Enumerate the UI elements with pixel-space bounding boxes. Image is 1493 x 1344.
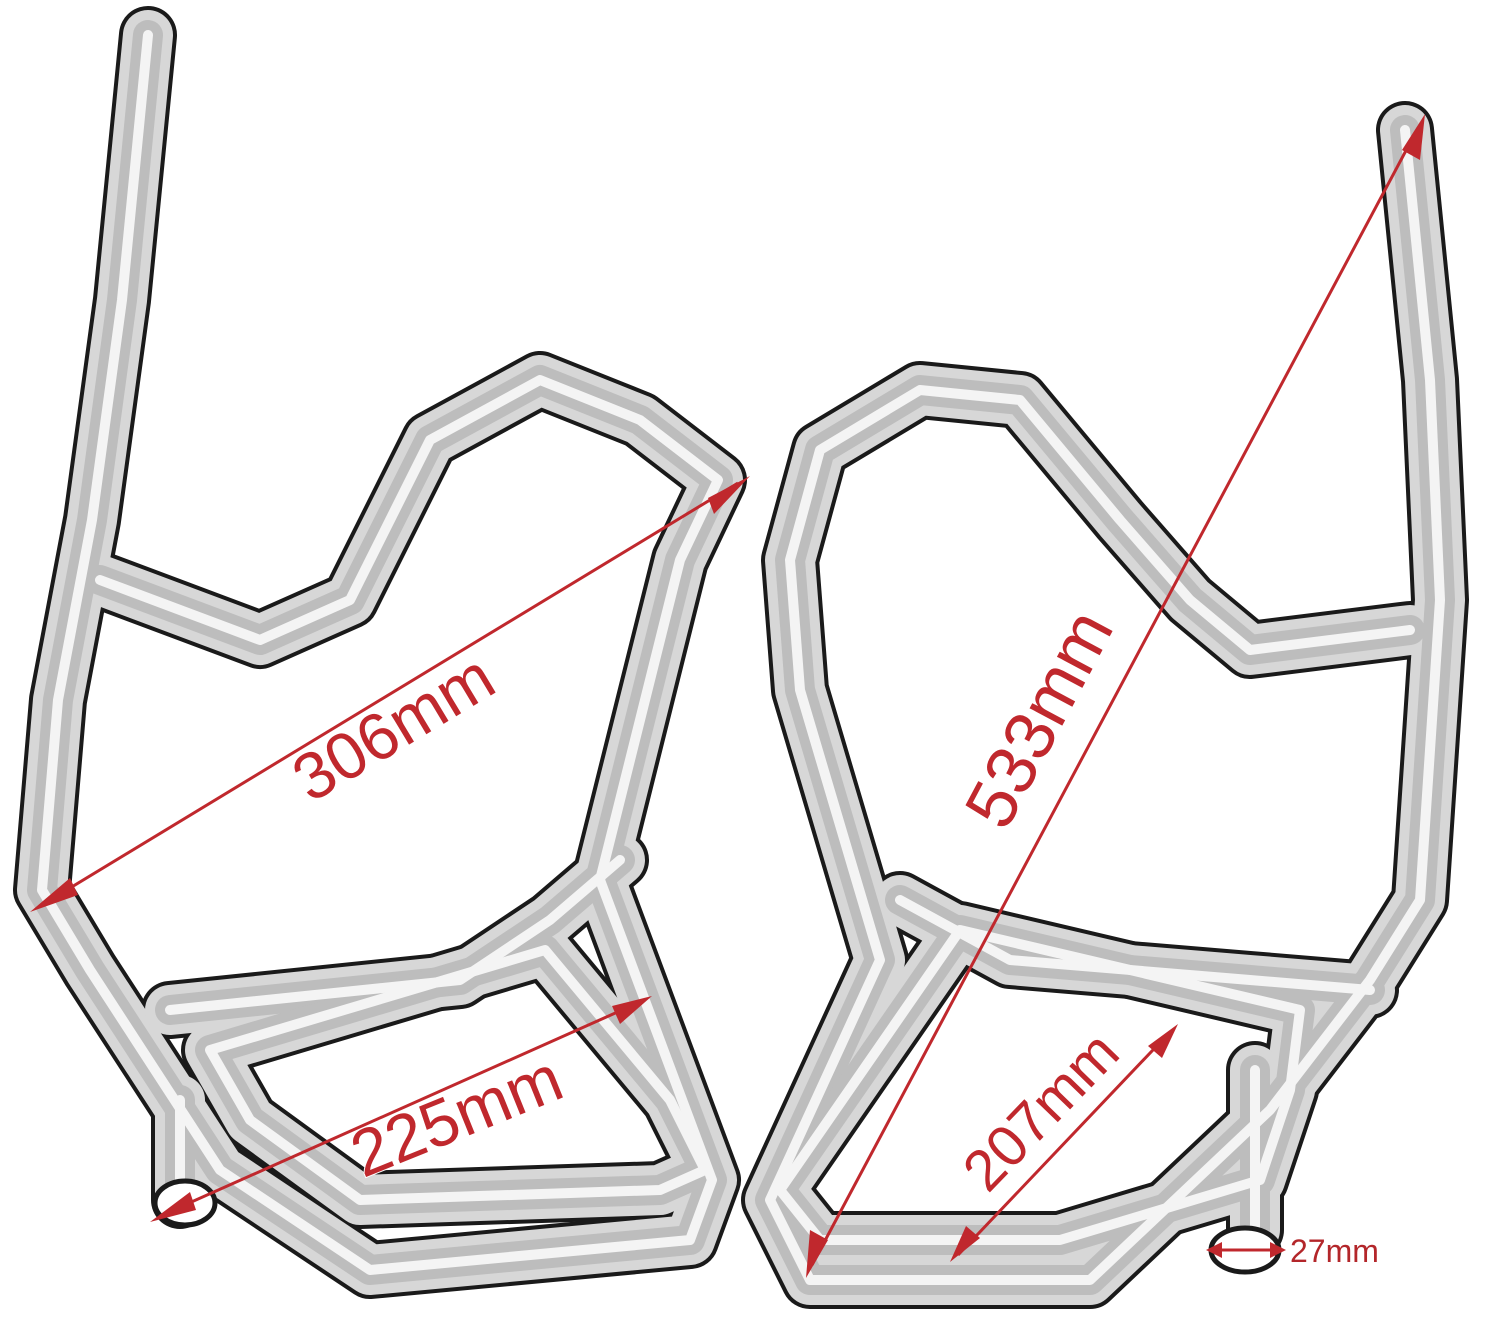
dimension-27: 27mm (1206, 1233, 1379, 1269)
dimension-306-label: 306mm (280, 639, 507, 816)
left-crash-bar (42, 35, 718, 1270)
dimension-533: 533mm (806, 114, 1425, 1278)
dimension-533-label: 533mm (950, 597, 1128, 840)
dimension-207-label: 207mm (950, 1019, 1131, 1203)
dimension-27-label: 27mm (1290, 1233, 1379, 1269)
right-crash-bar (770, 130, 1440, 1280)
